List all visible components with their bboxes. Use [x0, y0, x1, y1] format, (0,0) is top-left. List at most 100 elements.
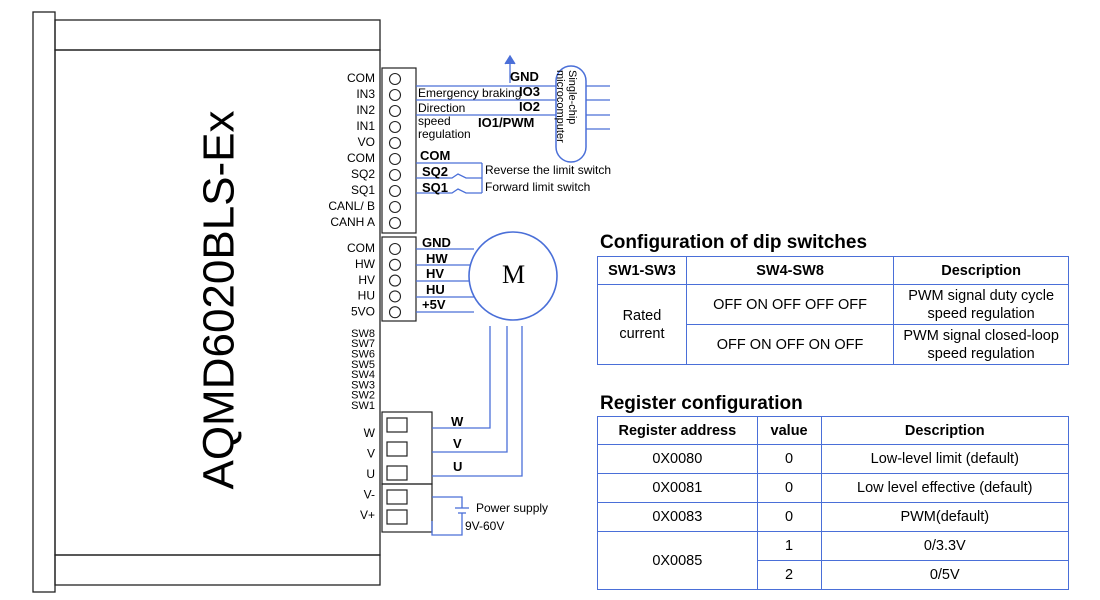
power-pin-label: V-	[364, 488, 375, 502]
signal-pin-label: CANL/ B	[328, 199, 375, 213]
terminal-screw	[388, 120, 402, 134]
dip-desc-cell: PWM signal closed-loop speed regulation	[893, 324, 1069, 365]
com-label: COM	[420, 148, 451, 163]
table-row: Rated current OFF ON OFF OFF OFF PWM sig…	[597, 284, 1069, 365]
dip-pin-label: SW6	[351, 349, 375, 361]
reg-table-title: Register configuration	[600, 393, 803, 414]
reg-header-addr: Register address	[597, 416, 758, 445]
terminal-screw	[388, 274, 402, 287]
signal-pin-label: CANH A	[330, 215, 375, 229]
hall-wires	[416, 248, 474, 313]
terminal-screw	[388, 88, 402, 102]
reg-value-cell: 2	[756, 560, 822, 590]
terminal-block-signal	[381, 67, 417, 234]
reg-addr-cell: 0X0081	[597, 473, 758, 503]
mcu-box	[555, 65, 587, 163]
dip-sw48-cell: OFF ON OFF OFF OFF	[685, 284, 895, 325]
terminal-screw	[388, 72, 402, 86]
table-row: 2 0/5V	[598, 560, 1070, 590]
dip-pin-label: SW5	[351, 359, 375, 371]
hall-5v-label: +5V	[422, 297, 446, 312]
hall-pin-label: HU	[358, 289, 375, 303]
hall-pin-label: HW	[355, 257, 376, 271]
signal-pin-label: COM	[347, 71, 375, 85]
terminal-screw	[388, 104, 402, 118]
hall-pin-label: HV	[358, 273, 375, 287]
reg-table: Register address value Description 0X008…	[597, 416, 1070, 590]
dip-pin-label: SW2	[351, 390, 375, 402]
reg-desc-cell: PWM(default)	[820, 502, 1070, 532]
terminal-screw	[388, 200, 402, 214]
direction-label: Direction	[418, 101, 466, 115]
terminal-screw	[388, 168, 402, 182]
terminal-screw	[388, 290, 402, 303]
dip-group-cell: Rated current	[597, 284, 687, 365]
terminal-screw	[388, 136, 402, 150]
signal-pin-label: SQ2	[351, 167, 375, 181]
terminal-screws-hall	[388, 242, 402, 319]
dip-table: SW1-SW3 SW4-SW8 Description Rated curren…	[597, 256, 1069, 365]
regulation-label: regulation	[418, 127, 471, 141]
io2-label: IO2	[519, 99, 540, 114]
dip-table-title: Configuration of dip switches	[600, 232, 868, 253]
sq2-label: SQ2	[422, 164, 449, 179]
hall-pin-label: 5VO	[351, 304, 375, 318]
reg-value-cell: 1	[756, 531, 822, 561]
reg-value-cell: 0	[756, 502, 822, 532]
table-row: OFF ON OFF ON OFF PWM signal closed-loop…	[598, 324, 1069, 365]
motor	[468, 231, 558, 321]
signal-pin-label: COM	[347, 151, 375, 165]
terminal-screw	[388, 258, 402, 271]
table-row: 0X0085 1 0/3.3V	[597, 531, 1070, 590]
reg-value-cell: 0	[756, 473, 822, 503]
terminal-block-hall	[381, 236, 417, 322]
terminal-screw	[388, 216, 402, 230]
hall-hu-label: HU	[426, 282, 445, 297]
reg-desc-cell: Low-level limit (default)	[820, 444, 1070, 474]
dip-header-sw48: SW4-SW8	[685, 256, 895, 285]
io3-label: IO3	[519, 84, 540, 99]
dip-sw48-cell: OFF ON OFF ON OFF	[685, 324, 895, 365]
reg-addr-cell: 0X0083	[597, 502, 758, 532]
power-pin-label: W	[364, 426, 376, 440]
dip-pin-label: SW4	[351, 369, 375, 381]
sq1-label: SQ1	[422, 180, 449, 195]
signal-pin-label: IN3	[356, 87, 375, 101]
motor-label: M	[502, 260, 526, 289]
phase-v-label: V	[453, 436, 462, 451]
power-pin-label: V+	[360, 508, 375, 522]
hall-gnd-label: GND	[422, 235, 451, 250]
hall-hw-label: HW	[426, 251, 448, 266]
dip-pin-label: SW8	[351, 328, 375, 340]
dip-desc-cell: PWM signal duty cycle speed regulation	[893, 284, 1069, 325]
table-row: 0X0080 0 Low-level limit (default)	[597, 444, 1070, 474]
terminal-screw	[388, 152, 402, 166]
dip-pin-label: SW1	[351, 400, 375, 412]
terminal-screw	[388, 242, 402, 256]
hall-hv-label: HV	[426, 266, 445, 281]
terminal-screw	[388, 306, 402, 319]
power-voltage-label: 9V-60V	[465, 519, 505, 533]
phase-w-label: W	[451, 414, 464, 429]
sq1-desc: Forward limit switch	[485, 180, 591, 194]
power-pin-label: U	[366, 467, 375, 481]
power-supply-label: Power supply	[476, 501, 549, 515]
mcu-label-2: microcomputer	[554, 70, 566, 143]
gnd-top-label: GND	[510, 69, 539, 84]
table-row: 0X0083 0 PWM(default)	[597, 502, 1070, 532]
terminal-block-power	[381, 411, 433, 533]
emergency-label: Emergency braking	[418, 86, 522, 100]
signal-pin-label: VO	[358, 135, 375, 149]
reg-desc-cell: 0/5V	[820, 560, 1070, 590]
terminal-screw	[388, 184, 402, 198]
mcu-label-1: Single-chip	[566, 70, 578, 125]
phase-u-label: U	[453, 459, 463, 474]
io1-label: IO1/PWM	[478, 115, 535, 130]
hall-pin-label: COM	[347, 241, 375, 255]
power-wires	[431, 496, 469, 536]
reg-desc-cell: Low level effective (default)	[820, 473, 1070, 503]
driver-model: AQMD6020BLS-Ex	[195, 110, 244, 489]
driver-housing	[32, 11, 381, 593]
